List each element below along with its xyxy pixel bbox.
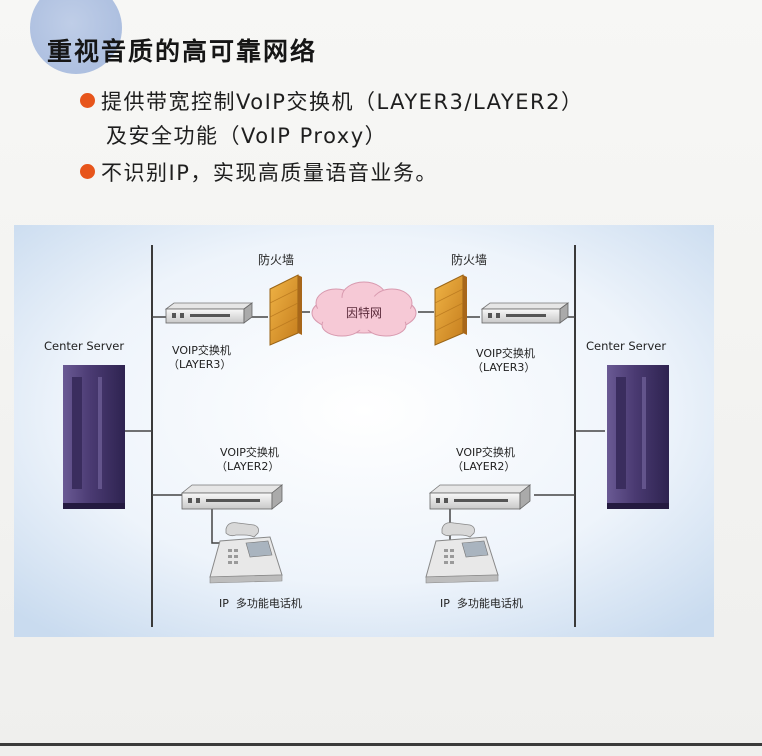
decorative-circle [30, 0, 122, 74]
internet-cloud-icon [311, 281, 417, 337]
switch-l3-left-icon [164, 302, 254, 324]
label-switch-l3-left-1: VOIP交换机 [172, 343, 231, 357]
firewall-right-icon [434, 274, 467, 346]
label-firewall-left: 防火墙 [258, 252, 294, 267]
page-title: 重视音质的高可靠网络 [47, 37, 318, 66]
ip-phone-left-icon [209, 522, 283, 584]
firewall-left-icon [269, 274, 302, 346]
label-switch-l3-right-2: （LAYER3） [472, 361, 535, 374]
bullet-2-text: 不识别IP，实现高质量语音业务。 [101, 161, 438, 185]
bottom-rule [0, 743, 762, 746]
bullet-1-continued: 及安全功能（VoIP Proxy） [106, 124, 388, 148]
label-phone-left: IP 多功能电话机 [219, 596, 302, 610]
bullet-2: 不识别IP，实现高质量语音业务。 [80, 157, 438, 187]
label-phone-right: IP 多功能电话机 [440, 596, 523, 610]
switch-l3-right-icon [480, 302, 570, 324]
label-switch-l2-right-2: （LAYER2） [452, 460, 515, 473]
switch-l2-left-icon [180, 484, 284, 510]
label-internet: 因特网 [346, 305, 382, 320]
bullet-1: 提供带宽控制VoIP交换机（LAYER3/LAYER2） [80, 86, 583, 116]
bullet-dot-icon [80, 164, 95, 179]
label-switch-l2-left-2: （LAYER2） [216, 460, 279, 473]
network-diagram: 防火墙 防火墙 因特网 Center Server Center Server … [14, 225, 714, 637]
label-switch-l2-left-1: VOIP交换机 [220, 445, 279, 459]
label-firewall-right: 防火墙 [451, 252, 487, 267]
center-server-left-icon [63, 365, 125, 509]
label-switch-l3-left-2: （LAYER3） [168, 358, 231, 371]
label-switch-l3-right-1: VOIP交换机 [476, 346, 535, 360]
bullet-1-text: 提供带宽控制VoIP交换机（LAYER3/LAYER2） [101, 90, 584, 114]
label-server-left: Center Server [44, 339, 124, 353]
ip-phone-right-icon [425, 522, 499, 584]
center-server-right-icon [607, 365, 669, 509]
label-switch-l2-right-1: VOIP交换机 [456, 445, 515, 459]
label-server-right: Center Server [586, 339, 666, 353]
bullet-dot-icon [80, 93, 95, 108]
switch-l2-right-icon [428, 484, 532, 510]
